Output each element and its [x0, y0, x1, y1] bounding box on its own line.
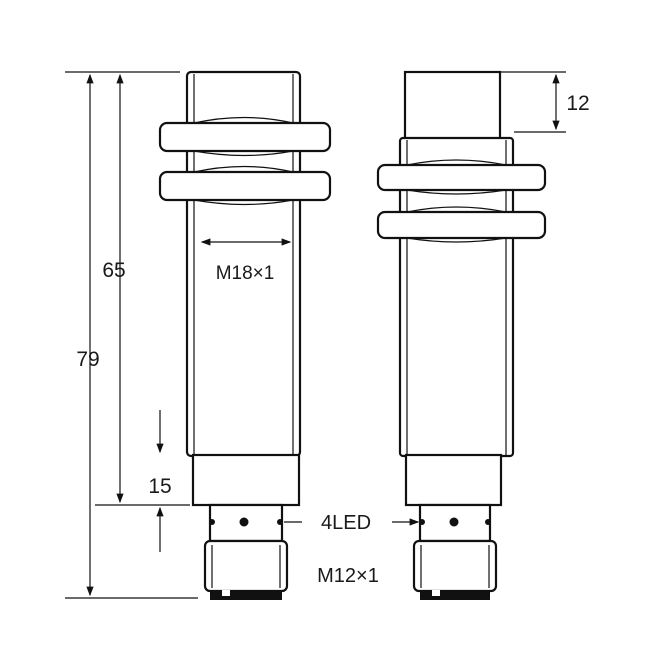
left-nut-upper: [158, 121, 332, 153]
right-sensor-view: [376, 70, 547, 600]
lower-length-label: 15: [148, 475, 171, 498]
left-connector-nut: [203, 539, 289, 593]
right-sensor-lower-section: [404, 453, 503, 507]
overall-length-label: 79: [76, 348, 99, 371]
left-sensor-view: [158, 70, 332, 600]
left-nut-lower: [158, 170, 332, 202]
cap-length-label: 12: [566, 92, 589, 115]
thread-length-label: 65: [102, 259, 125, 282]
right-nut-upper: [376, 163, 547, 192]
left-sensor-lower-section: [191, 453, 301, 507]
right-nut-lower: [376, 210, 547, 240]
right-sensor-cap: [403, 70, 502, 144]
dimension-lines: [65, 71, 566, 599]
body-thread-label: M18×1: [216, 263, 275, 284]
led-label: 4LED: [321, 512, 371, 534]
connector-thread-label: M12×1: [317, 565, 379, 587]
right-connector-nut: [412, 539, 498, 593]
